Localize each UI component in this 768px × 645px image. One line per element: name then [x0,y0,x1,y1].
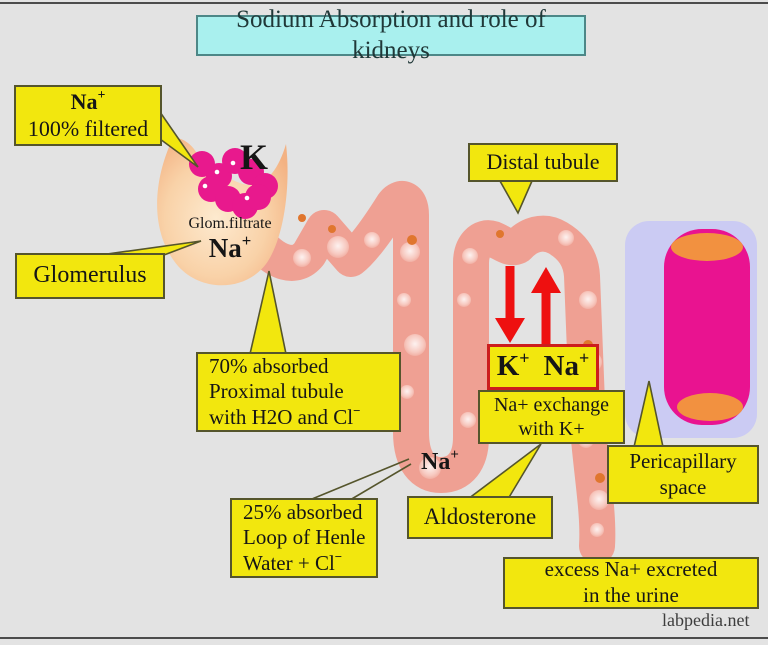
callout-loop-of-henle: 25% absorbed Loop of Henle Water + Cl− [230,498,378,578]
proximal-line3: with H2O and Cl− [209,402,361,429]
callout-na-filtered: Na+ 100% filtered [14,85,162,146]
na-filtered-line2: 100% filtered [27,115,149,141]
distal-tubule-label: Distal tubule [486,149,600,175]
kna-k: K+ [496,347,530,383]
callout-pericapillary-space: Pericapillary space [607,445,759,504]
callout-excess-excreted: excess Na+ excreted in the urine [503,557,759,609]
diagram-title-text: Sodium Absorption and role of kidneys [236,6,546,64]
henle-line1: 25% absorbed [243,499,363,524]
loop-na-label: Na+ [421,447,459,475]
proximal-line2: Proximal tubule [209,379,344,404]
na-filtered-line1: Na+ [70,87,106,114]
capillary-shape [664,229,750,425]
proximal-line1: 70% absorbed [209,353,329,378]
potassium-label: K [240,137,269,177]
glomerulus-label: Glomerulus [33,262,147,289]
pericapillary-line1: Pericapillary [629,448,737,473]
filtrate-na-label: Na+ [208,231,252,263]
pericapillary-line2: space [659,474,707,499]
exchange-line1: Na+ exchange [493,393,610,416]
glomerulus-shape [157,137,288,286]
exchange-line2: with K+ [518,418,585,440]
k-reabsorption-arrow-up-icon [531,267,561,345]
distal-callout-pointer [498,180,534,215]
granule-speckles [202,160,250,201]
callout-glomerulus: Glomerulus [15,253,165,299]
glom-filtrate-label: Glom.filtrate [188,215,272,232]
proximal-callout-pointer [248,270,287,355]
henle-line2: Loop of Henle [243,525,366,550]
callout-na-exchange: Na+ exchange with K+ [478,390,625,444]
aldosterone-label: Aldosterone [423,504,537,530]
capillary-end-bottom [677,393,743,421]
watermark: labpedia.net [662,610,750,630]
na-secretion-arrow-down-icon [495,266,525,343]
top-frame-line [0,2,768,4]
bottom-frame-line [0,637,768,639]
callout-distal-tubule: Distal tubule [468,143,618,182]
callout-proximal-tubule: 70% absorbed Proximal tubule with H2O an… [196,352,401,432]
callout-aldosterone: Aldosterone [407,496,553,539]
sodium-granules [189,148,278,219]
k-na-exchange-box: K+ Na+ [487,344,599,390]
kna-na: Na+ [543,347,590,383]
capillary-end-top [671,233,743,261]
excess-line1: excess Na+ excreted [544,557,718,582]
henle-line3: Water + Cl− [243,548,343,575]
diagram-title: Sodium Absorption and role of kidneys [196,6,586,64]
excess-line2: in the urine [583,583,679,607]
henle-callout-lines [311,458,412,501]
